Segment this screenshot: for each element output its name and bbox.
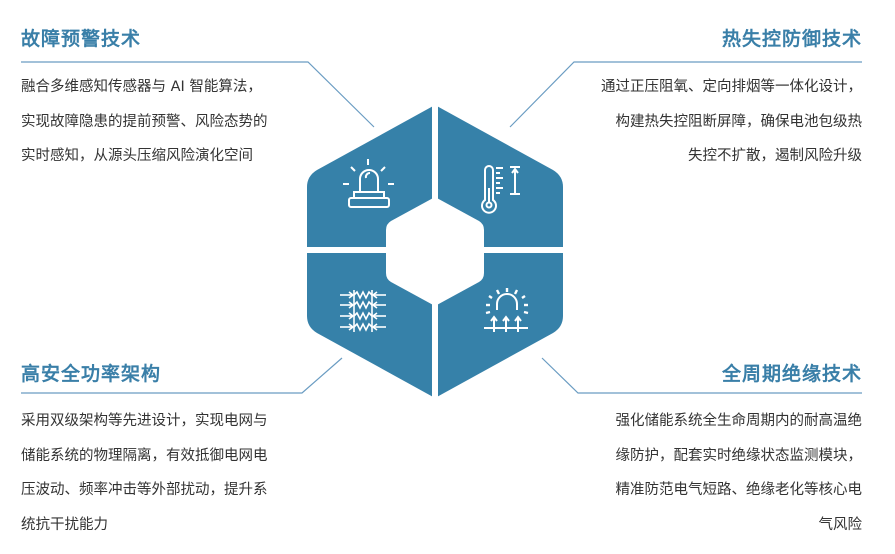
section-title-insulation: 全周期绝缘技术	[721, 363, 862, 385]
connector-top-left	[21, 61, 375, 128]
desc-line: 储能系统的物理隔离，有效抵御电网电	[21, 447, 268, 464]
desc-line: 统抗干扰能力	[21, 516, 108, 533]
section-desc-insulation: 强化储能系统全生命周期内的耐高温绝 缘防护，配套实时绝缘状态监测模块， 精准防范…	[562, 404, 863, 542]
insulation-dome-icon	[484, 288, 529, 332]
desc-line: 实时感知，从源头压缩风险演化空间	[21, 148, 253, 164]
section-desc-power-architecture: 采用双级架构等先进设计，实现电网与 储能系统的物理隔离，有效抵御电网电 压波动、…	[21, 404, 321, 542]
connector-bottom-left	[21, 357, 343, 394]
desc-line: 采用双级架构等先进设计，实现电网与	[21, 413, 268, 429]
desc-line: 气风险	[818, 516, 863, 533]
desc-line: 构建热失控阻断屏障，确保电池包级热	[615, 113, 863, 130]
thermometer-icon	[481, 165, 520, 214]
desc-line: 压波动、频率冲击等外部扰动，提升系	[21, 482, 268, 498]
section-title-fault-warning: 故障预警技术	[21, 28, 142, 50]
section-title-thermal-runaway: 热失控防御技术	[721, 28, 862, 50]
desc-line: 失控不扩散，遏制风险升级	[688, 148, 862, 164]
connector-top-right	[509, 61, 862, 128]
desc-line: 通过正压阻氧、定向排烟等一体化设计，	[601, 79, 862, 95]
section-title-power-architecture: 高安全功率架构	[21, 363, 162, 385]
desc-line: 精准防范电气短路、绝缘老化等核心电	[615, 482, 863, 498]
desc-line: 实现故障隐患的提前预警、风险态势的	[21, 113, 268, 130]
section-desc-fault-warning: 融合多维感知传感器与 AI 智能算法， 实现故障隐患的提前预警、风险态势的 实时…	[21, 70, 321, 174]
alarm-light-icon	[343, 159, 394, 208]
desc-line: 融合多维感知传感器与 AI 智能算法，	[21, 79, 262, 95]
section-desc-thermal-runaway: 通过正压阻氧、定向排烟等一体化设计， 构建热失控阻断屏障，确保电池包级热 失控不…	[552, 70, 862, 174]
connector-bottom-right	[541, 357, 862, 394]
desc-line: 缘防护，配套实时绝缘状态监测模块，	[615, 447, 863, 464]
resistor-grid-icon	[339, 290, 387, 332]
desc-line: 强化储能系统全生命周期内的耐高温绝	[615, 413, 863, 429]
inner-hexagon	[386, 197, 484, 306]
